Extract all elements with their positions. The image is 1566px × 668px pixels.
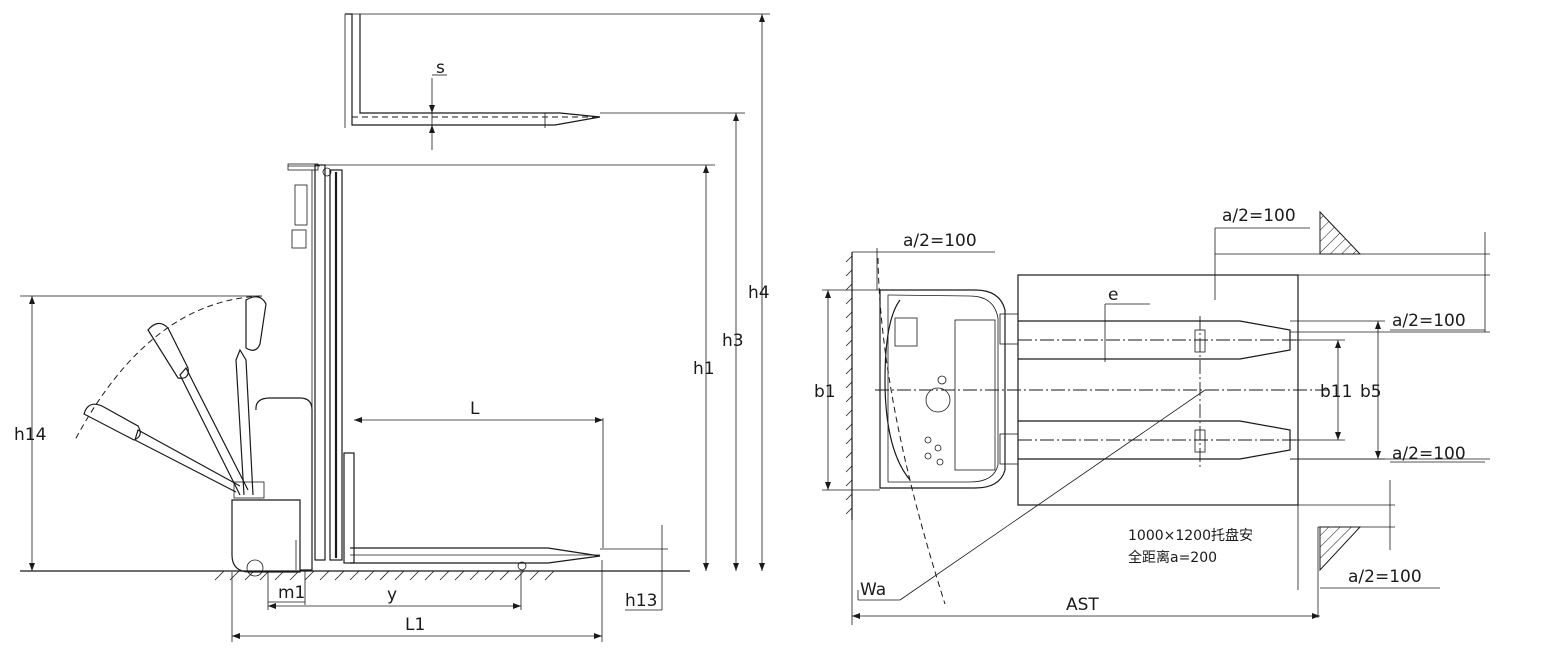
label-L: L	[470, 399, 480, 419]
ground-hatch	[214, 570, 555, 581]
rack-lower	[1319, 526, 1362, 572]
label-h14: h14	[14, 425, 46, 445]
label-y: y	[387, 585, 397, 605]
label-m1: m1	[278, 583, 305, 603]
wa-diagonal	[899, 389, 1206, 601]
top-view: a/2=100 a/2=100 a/2=100 a/2=100 a/2=100 …	[814, 206, 1490, 625]
truck-body-top	[879, 289, 1006, 489]
tiller-arm-positions	[74, 295, 267, 499]
mast-bracket	[294, 184, 308, 226]
label-b5: b5	[1360, 382, 1382, 402]
mast-inner	[329, 169, 343, 561]
label-L1: L1	[405, 615, 425, 635]
label-h4: h4	[748, 283, 770, 303]
label-h1: h1	[693, 359, 715, 379]
drive-unit	[231, 499, 301, 573]
label-a-half-right-lower: a/2=100	[1392, 444, 1466, 464]
tiller-outline-top	[884, 299, 911, 481]
label-a-half-top-left: a/2=100	[903, 231, 977, 251]
mast-outer	[314, 164, 326, 561]
tiller-head-vertical	[245, 296, 267, 351]
cover	[255, 397, 313, 571]
label-b1: b1	[814, 382, 836, 402]
fork-carriage	[343, 452, 355, 564]
tiller-head-middle	[147, 322, 189, 379]
rack-upper	[1319, 210, 1362, 255]
drive-wheel	[246, 559, 264, 577]
lowered-fork	[350, 547, 601, 564]
label-Wa: Wa	[860, 580, 886, 600]
label-h13: h13	[625, 591, 657, 611]
label-h3: h3	[722, 331, 744, 351]
label-a-half-top-right: a/2=100	[1222, 206, 1296, 226]
tiller-swing-arc	[74, 295, 263, 441]
label-s: s	[436, 58, 445, 78]
label-e: e	[1108, 285, 1118, 305]
label-b11: b11	[1320, 382, 1352, 402]
pallet-note-line2: 全距离a=200	[1128, 549, 1217, 566]
load-wheel	[517, 561, 527, 571]
raised-fork	[345, 13, 601, 126]
pallet-note-line1: 1000×1200托盘安	[1128, 527, 1253, 544]
tiller-head-low	[83, 403, 141, 441]
label-a-half-bottom: a/2=100	[1348, 567, 1422, 587]
side-view: s L h1 h3 h4 h14 m1 y L1 h13	[14, 13, 770, 642]
label-AST: AST	[1066, 595, 1099, 615]
label-a-half-right-upper: a/2=100	[1392, 311, 1466, 331]
